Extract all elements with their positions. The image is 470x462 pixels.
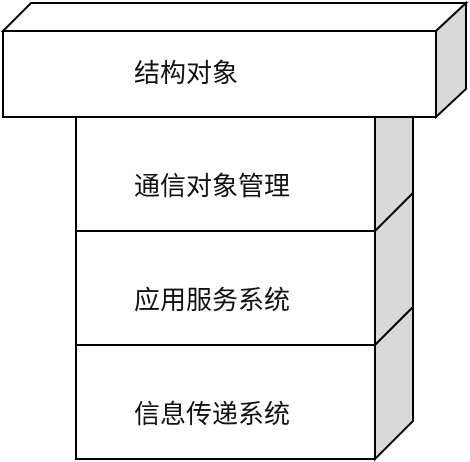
layer-3-box [75, 344, 376, 460]
stack-front-faces [75, 116, 376, 460]
top-block [0, 0, 469, 120]
layer-2-label: 应用服务系统 [134, 286, 290, 316]
top-block-label: 结构对象 [134, 59, 238, 89]
top-block-front-face [2, 30, 437, 118]
layer-1-box [75, 116, 376, 232]
layer-3-label: 信息传递系统 [134, 400, 290, 430]
layer-2-box [75, 230, 376, 346]
stack-side-faces [374, 116, 414, 462]
layer-1-label: 通信对象管理 [134, 172, 290, 202]
top-block-top-face [0, 2, 469, 32]
